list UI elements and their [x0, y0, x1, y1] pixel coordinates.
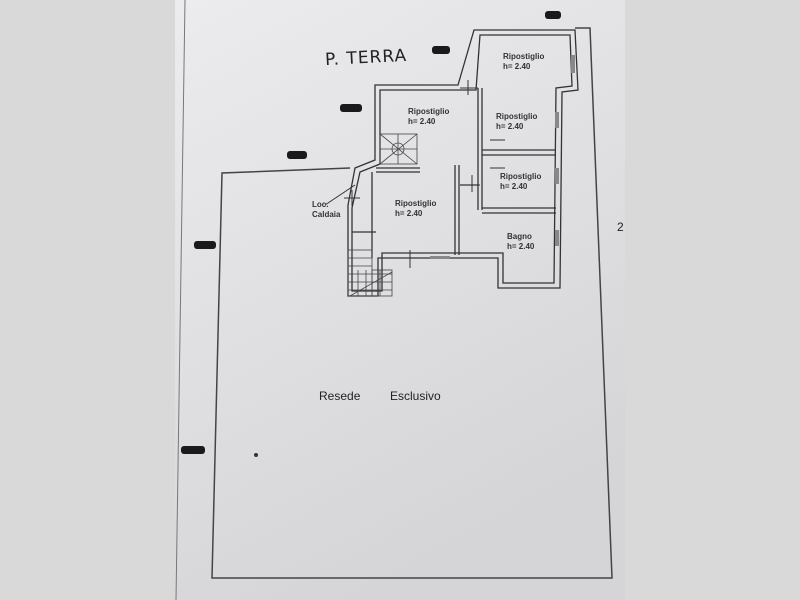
boiler-room-label: Loc.Caldaia — [312, 200, 341, 219]
spiral-staircase — [379, 133, 418, 165]
door-marks — [324, 80, 505, 268]
building-walls — [347, 29, 579, 297]
window-marks — [430, 55, 575, 259]
straight-staircase — [347, 249, 393, 297]
redaction-marks — [181, 11, 561, 454]
dot-mark — [254, 453, 258, 457]
paper-sheet — [175, 0, 625, 600]
edge-mark: 2 — [617, 220, 624, 234]
sheet-margin-line — [175, 0, 186, 600]
floor-label: P. TERRA — [324, 45, 408, 71]
lot-boundary — [211, 27, 613, 579]
yard-label-word1: Resede — [319, 389, 361, 403]
yard-label-word2: Esclusivo — [390, 389, 441, 403]
